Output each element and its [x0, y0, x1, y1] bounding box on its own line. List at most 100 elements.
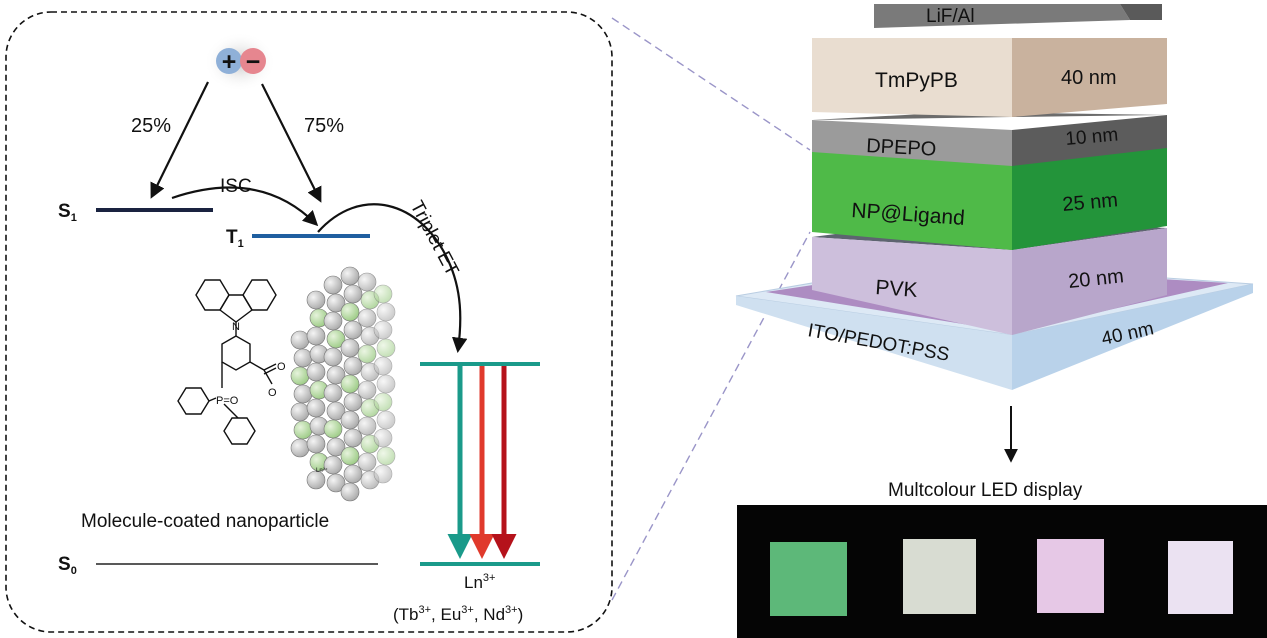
ln-ions-label: (Tb3+, Eu3+, Nd3+)	[393, 604, 523, 624]
nanoparticle-bead	[373, 320, 393, 340]
layer-lifal-front	[874, 4, 1130, 28]
led-display-title: Multcolour LED display	[888, 480, 1083, 501]
nanoparticle-bead	[323, 383, 343, 403]
layer-pvk-front	[812, 237, 1012, 335]
ln-bead	[290, 366, 310, 386]
nanoparticle-bead	[376, 410, 396, 430]
nanoparticle-bead	[343, 284, 363, 304]
ln-bead	[340, 302, 360, 322]
nanoparticle	[290, 266, 396, 502]
nanoparticle-bead	[326, 293, 346, 313]
singlet-percent: 25%	[131, 115, 171, 137]
molecule-o2-label: O	[268, 387, 277, 399]
nanoparticle-bead	[343, 392, 363, 412]
ln-bead	[373, 284, 393, 304]
molecule-n-label: N	[232, 321, 240, 333]
nanoparticle-bead	[340, 410, 360, 430]
triplet-arrow	[261, 83, 322, 203]
ln-label: Ln3+	[464, 572, 495, 592]
carbazole-ring-left	[195, 279, 230, 311]
nanoparticle-bead	[376, 374, 396, 394]
nanoparticle-bead	[343, 464, 363, 484]
nanoparticle-bead	[373, 356, 393, 376]
nanoparticle-bead	[290, 438, 310, 458]
nanoparticle-bead	[357, 272, 377, 292]
s1-label: S1	[58, 201, 77, 224]
nanoparticle-bead	[373, 464, 393, 484]
zoom-guide-bottom	[611, 231, 811, 601]
layer-pvk-side	[1012, 228, 1167, 335]
ln-bead	[293, 420, 313, 440]
exciton-minus: −	[246, 48, 261, 76]
layer-ito-front	[736, 296, 1012, 390]
phenyl-ring-bottom	[223, 417, 256, 445]
isc-label: ISC	[220, 176, 252, 197]
layer-tmpypb-side	[1012, 38, 1167, 117]
ln-bead	[323, 419, 343, 439]
ln-bead	[376, 446, 396, 466]
triplet-percent: 75%	[304, 115, 344, 137]
nanoparticle-caption: Molecule-coated nanoparticle	[81, 511, 329, 532]
nanoparticle-bead	[326, 365, 346, 385]
triplet-et-arrow	[317, 203, 468, 354]
ln-bead	[340, 374, 360, 394]
carbazole-ring-right	[242, 279, 277, 311]
hole-bead	[216, 48, 242, 74]
nanoparticle-bead	[293, 348, 313, 368]
nanoparticle-bead	[306, 290, 326, 310]
carbazole-ring-center	[219, 294, 253, 323]
nanoparticle-bead	[306, 326, 326, 346]
layer-np-thickness: 25 nm	[1062, 189, 1119, 216]
nanoparticle-bead	[306, 434, 326, 454]
nanoparticle-bead	[293, 384, 313, 404]
layer-tmpypb-front	[812, 38, 1012, 117]
layer-ito-side	[1012, 284, 1253, 390]
singlet-arrow	[150, 81, 209, 199]
nanoparticle-bead	[340, 338, 360, 358]
nanoparticle-bead	[357, 452, 377, 472]
nanoparticle-bead	[306, 362, 326, 382]
nanoparticle-bead	[326, 437, 346, 457]
isc-arrow	[171, 186, 319, 227]
molecule-po-label: P=O	[216, 395, 239, 407]
ln-bead	[373, 392, 393, 412]
zoom-guide-top	[611, 17, 811, 151]
device-stack	[735, 4, 1254, 390]
nanoparticle-bead	[323, 455, 343, 475]
nanoparticle-bead	[343, 356, 363, 376]
triplet-et-label: Triplet ET	[406, 197, 463, 279]
nanoparticle-bead	[290, 402, 310, 422]
layer-lifal-label: LiF/Al	[926, 6, 975, 27]
nanoparticle-bead	[290, 330, 310, 350]
ln-bead-label: Ln³⁺	[316, 467, 328, 474]
layer-tmpypb-thickness: 40 nm	[1061, 67, 1117, 89]
s0-label: S0	[58, 554, 77, 577]
central-phenyl-ring	[221, 335, 251, 371]
layer-dpepo-side	[1012, 115, 1167, 166]
phenyl-ring-left	[177, 387, 210, 415]
led-pixel-lavender	[1168, 541, 1233, 614]
nanoparticle-bead	[326, 401, 346, 421]
layer-lifal-side	[1120, 4, 1162, 20]
nanoparticle-bead	[323, 347, 343, 367]
layer-np-side	[1012, 146, 1167, 250]
exciton-plus: +	[222, 48, 237, 76]
layer-dpepo-front	[812, 120, 1012, 166]
layer-dpepo-thickness: 10 nm	[1065, 124, 1119, 150]
nanoparticle-bead	[357, 416, 377, 436]
electron-bead	[240, 48, 266, 74]
ligand-molecule	[177, 279, 277, 445]
dashed-frame	[5, 11, 613, 633]
led-pixels	[770, 539, 1233, 616]
molecule-o1-label: O	[277, 361, 286, 373]
layer-pvk-label: PVK	[875, 276, 919, 302]
nanoparticle-bead	[357, 380, 377, 400]
nanoparticle-bead	[323, 275, 343, 295]
nanoparticle-bead	[357, 308, 377, 328]
nanoparticle-bead	[326, 473, 346, 493]
ln-bead	[326, 329, 346, 349]
layer-tmpypb-label: TmPyPB	[875, 69, 958, 92]
nanoparticle-bead	[343, 320, 363, 340]
